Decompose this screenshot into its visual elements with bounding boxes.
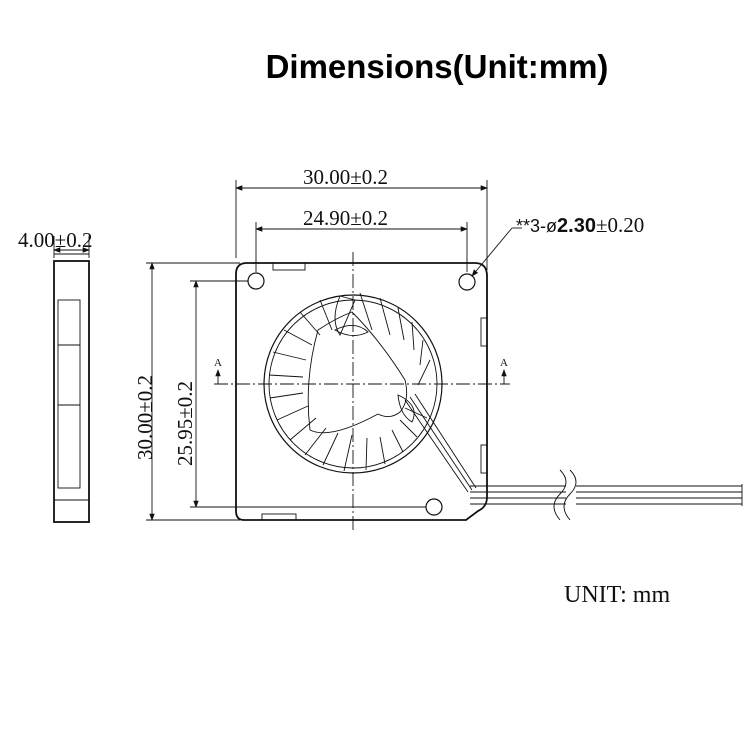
impeller-blades bbox=[268, 292, 431, 472]
right-tab-1 bbox=[480, 317, 488, 347]
hole-callout-leader bbox=[471, 227, 513, 277]
front-view: A A bbox=[214, 252, 743, 532]
hole-callout: **3-ø2.30±0.20 bbox=[516, 213, 644, 237]
section-mark-right: A bbox=[500, 357, 508, 369]
mounting-hole-top-left bbox=[247, 272, 265, 290]
cable-1 bbox=[404, 399, 469, 493]
outer-height-label: 30.00±0.2 bbox=[133, 375, 157, 460]
outer-width-label: 30.00±0.2 bbox=[303, 165, 388, 189]
diagram-title: Dimensions(Unit:mm) bbox=[265, 48, 609, 85]
mounting-hole-top-right bbox=[458, 273, 476, 291]
unit-note: UNIT: mm bbox=[564, 582, 670, 608]
thickness-label: 4.00±0.2 bbox=[18, 228, 93, 252]
side-view-inner bbox=[57, 299, 81, 489]
right-tab-2 bbox=[480, 444, 488, 474]
side-view-body bbox=[53, 260, 90, 523]
hole-spacing-vertical-label: 25.95±0.2 bbox=[173, 381, 197, 466]
fan-outline bbox=[235, 262, 488, 521]
hole-spacing-horizontal-label: 24.90±0.2 bbox=[303, 206, 388, 230]
mounting-hole-bottom-right bbox=[425, 498, 443, 516]
lead-wires bbox=[470, 469, 743, 521]
section-mark-left: A bbox=[214, 357, 222, 369]
impeller-hub bbox=[307, 311, 408, 434]
side-view: 4.00±0.2 bbox=[18, 228, 93, 523]
bottom-tab bbox=[261, 513, 297, 521]
top-tab bbox=[272, 262, 306, 271]
dimension-lines: 30.00±0.2 24.90±0.2 30.00±0.2 25.95±0.2 … bbox=[133, 165, 644, 521]
